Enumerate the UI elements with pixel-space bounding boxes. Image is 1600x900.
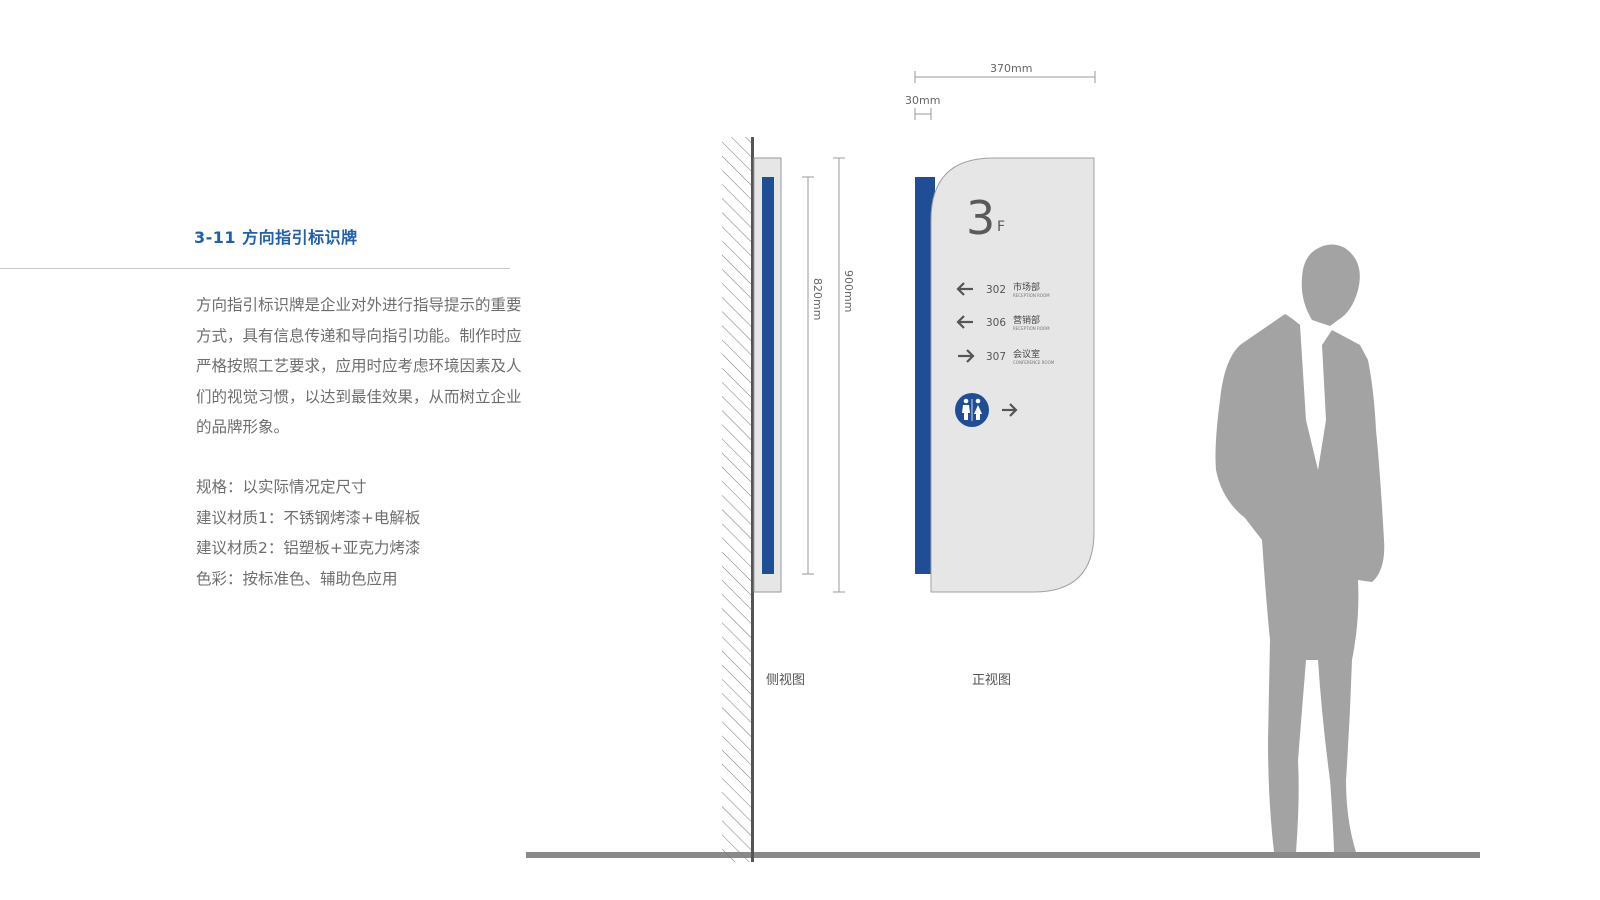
dimension-30: 30mm — [905, 94, 940, 120]
front-view-caption: 正视图 — [972, 673, 1011, 688]
dimension-900-label: 900mm — [842, 270, 855, 312]
side-view-caption: 侧视图 — [766, 673, 805, 688]
description-text: 方向指引标识牌是企业对外进行指导提示的重要方式，具有信息传递和导向指引功能。制作… — [196, 296, 522, 436]
room-subtitle: CONFERENCE ROOM — [1013, 360, 1055, 365]
room-row-306: 306 营销部 RECEPTION ROOM — [956, 314, 1050, 331]
arrow-right-icon — [1002, 403, 1018, 417]
blue-edge-strip — [915, 177, 935, 574]
spec-color: 色彩：按标准色、辅助色应用 — [196, 569, 398, 588]
side-view-sign — [753, 157, 782, 593]
floor-number: 3 — [966, 191, 995, 245]
spec-size: 规格：以实际情况定尺寸 — [196, 478, 367, 496]
dimension-900: 900mm — [833, 157, 855, 593]
wall — [722, 137, 754, 862]
sign-panel — [930, 157, 1095, 593]
arrow-right-icon — [958, 349, 975, 363]
restroom-icon — [955, 393, 989, 427]
section-title: 3-11 方向指引标识牌 — [194, 228, 358, 247]
room-subtitle: RECEPTION ROOM — [1013, 326, 1050, 331]
title-divider — [0, 268, 510, 269]
floor-letter: F — [997, 219, 1005, 235]
dimension-370-label: 370mm — [990, 62, 1032, 75]
room-number: 307 — [986, 351, 1006, 363]
arrow-left-icon — [956, 282, 973, 296]
dimension-820: 820mm — [802, 176, 824, 575]
spec-material-2: 建议材质2：铝塑板+亚克力烤漆 — [196, 539, 421, 557]
room-row-302: 302 市场部 RECEPTION ROOM — [956, 281, 1050, 298]
spec-list: 规格：以实际情况定尺寸 建议材质1：不锈钢烤漆+电解板 建议材质2：铝塑板+亚克… — [196, 472, 420, 594]
dimension-820-label: 820mm — [811, 278, 824, 320]
room-number: 302 — [986, 284, 1006, 296]
room-number: 306 — [986, 317, 1006, 329]
spec-material-1: 建议材质1：不锈钢烤漆+电解板 — [196, 508, 421, 527]
room-name: 营销部 — [1013, 314, 1040, 326]
dimension-30-label: 30mm — [905, 94, 940, 107]
dimension-370: 370mm — [914, 62, 1096, 83]
room-row-307: 307 会议室 CONFERENCE ROOM — [958, 348, 1055, 365]
room-name: 会议室 — [1013, 348, 1040, 360]
room-name: 市场部 — [1013, 281, 1040, 293]
floor-line — [526, 852, 1480, 858]
room-subtitle: RECEPTION ROOM — [1013, 293, 1050, 298]
human-silhouette — [1215, 244, 1385, 852]
front-view-sign: 3 F 302 市场部 RECEPTION ROOM 306 营销部 RECEP… — [915, 157, 1095, 593]
arrow-left-icon — [956, 315, 973, 329]
